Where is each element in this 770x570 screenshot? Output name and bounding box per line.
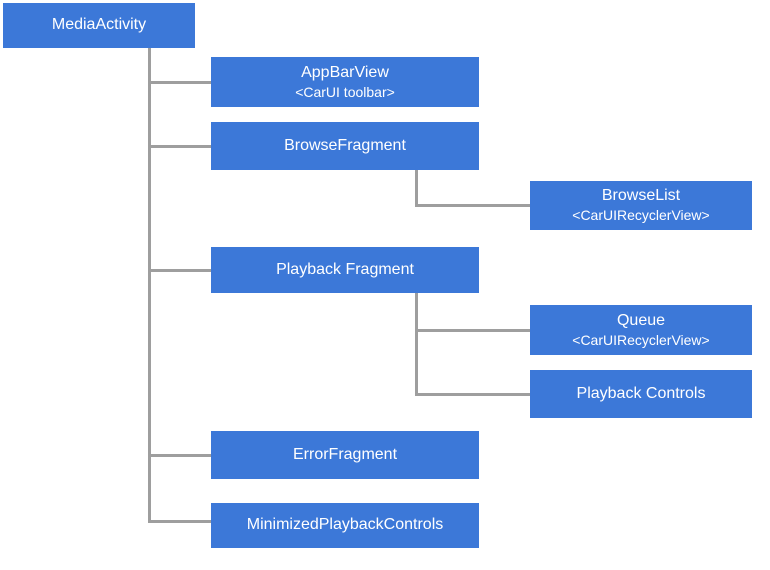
node-playback-controls-label: Playback Controls	[576, 384, 706, 402]
connector-branch-playbackcontrols	[415, 393, 530, 396]
node-app-bar-view-label: AppBarView	[301, 63, 389, 81]
connector-branch-queue	[415, 329, 530, 332]
connector-branch-appbarview	[148, 81, 211, 84]
node-error-fragment-label: ErrorFragment	[292, 445, 398, 463]
node-browse-fragment: BrowseFragment	[211, 122, 479, 170]
node-minimized-playback-controls-label: MinimizedPlaybackControls	[246, 516, 444, 534]
connector-branch-errorfragment	[148, 454, 211, 457]
node-minimized-playback-controls: MinimizedPlaybackControls	[211, 503, 479, 548]
node-media-activity-label: MediaActivity	[51, 16, 147, 34]
node-queue-label: Queue	[616, 311, 666, 329]
node-app-bar-view: AppBarView <CarUI toolbar>	[211, 57, 479, 107]
node-browse-list-sublabel: <CarUIRecyclerView>	[572, 207, 710, 224]
node-queue: Queue <CarUIRecyclerView>	[530, 305, 752, 355]
node-browse-list: BrowseList <CarUIRecyclerView>	[530, 181, 752, 230]
connector-branch-playbackfragment	[148, 269, 211, 272]
node-app-bar-view-sublabel: <CarUI toolbar>	[295, 83, 395, 100]
connector-branch-browsefragment	[148, 145, 211, 148]
connector-branch-minimizedplaybackcontrols	[148, 520, 211, 523]
node-queue-sublabel: <CarUIRecyclerView>	[572, 331, 710, 348]
node-media-activity: MediaActivity	[3, 3, 195, 48]
node-browse-list-label: BrowseList	[601, 187, 681, 205]
connector-branch-browselist	[415, 204, 530, 207]
connector-trunk-browsefragment	[415, 170, 418, 207]
node-error-fragment: ErrorFragment	[211, 431, 479, 479]
node-browse-fragment-label: BrowseFragment	[284, 136, 406, 154]
connector-trunk-playbackfragment	[415, 293, 418, 396]
node-playback-fragment: Playback Fragment	[211, 247, 479, 293]
node-playback-fragment-label: Playback Fragment	[276, 260, 414, 278]
node-playback-controls: Playback Controls	[530, 370, 752, 418]
connector-trunk-mediaactivity	[148, 48, 151, 523]
